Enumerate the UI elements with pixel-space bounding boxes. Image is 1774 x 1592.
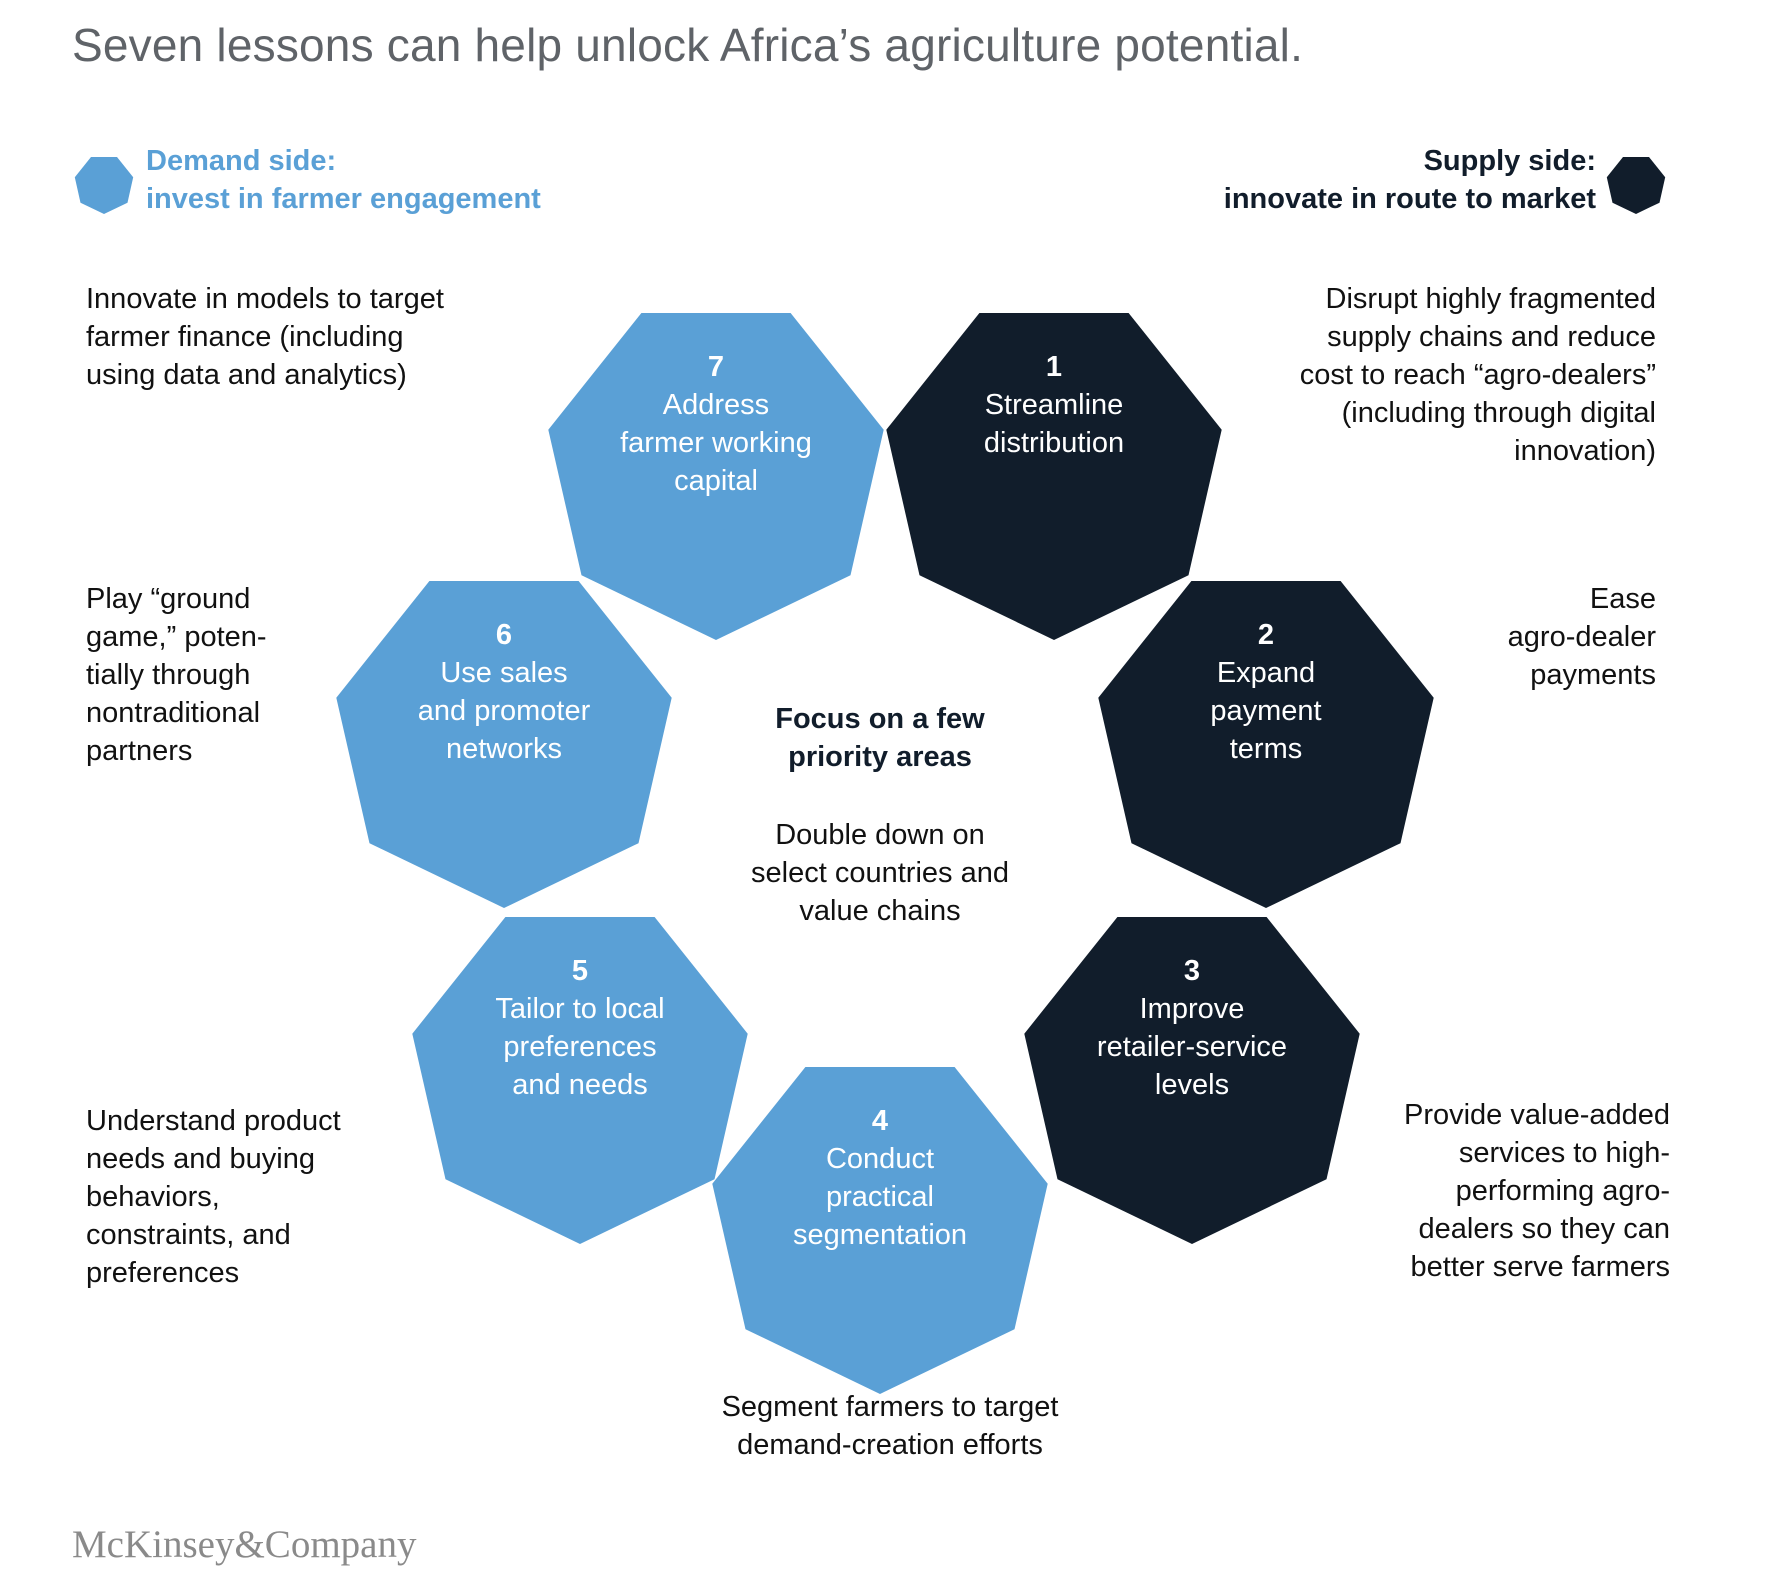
- lesson-7-title-line: farmer working: [620, 427, 812, 459]
- lesson-2-title-line: payment: [1210, 695, 1321, 727]
- lesson-7-number: 7: [708, 351, 724, 383]
- lesson-4-title-line: Conduct: [826, 1143, 934, 1175]
- lesson-1-title-line: distribution: [984, 427, 1124, 459]
- lesson-5-shape: [412, 917, 748, 1244]
- lesson-4-number: 4: [872, 1105, 888, 1137]
- lesson-4-shape: [712, 1067, 1048, 1394]
- lesson-7-title-line: Address: [663, 389, 769, 421]
- lesson-7-title-line: capital: [674, 465, 758, 497]
- demand-legend-label: Demand side: invest in farmer engagement: [146, 145, 541, 215]
- lesson-5-note: Understand product needs and buying beha…: [86, 1105, 341, 1289]
- lesson-6-title-line: Use sales: [440, 657, 567, 689]
- lesson-1-note: Disrupt highly fragmented supply chains …: [1299, 283, 1656, 467]
- lesson-7-note: Innovate in models to target farmer fina…: [86, 283, 444, 391]
- demand-legend-heptagon-icon: [74, 157, 134, 214]
- lesson-2-note: Ease agro-dealer payments: [1507, 583, 1656, 691]
- lesson-5-title-line: and needs: [512, 1069, 647, 1101]
- lesson-5-number: 5: [572, 955, 588, 987]
- lesson-2-shape: [1098, 581, 1434, 908]
- lesson-6-title-line: and promoter: [418, 695, 591, 727]
- lesson-2-title-line: terms: [1230, 733, 1303, 765]
- mckinsey-logo: McKinsey&Company: [72, 1523, 417, 1566]
- lesson-6-note: Play “ground game,” poten- tially throug…: [86, 583, 267, 767]
- lesson-2-title-line: Expand: [1217, 657, 1315, 689]
- lesson-5-title-line: Tailor to local: [495, 993, 664, 1025]
- lesson-3-shape: [1024, 917, 1360, 1244]
- lesson-6-shape: [336, 581, 672, 908]
- lesson-3-title-line: retailer-service: [1097, 1031, 1287, 1063]
- lesson-4-title-line: segmentation: [793, 1219, 967, 1251]
- lesson-3-number: 3: [1184, 955, 1200, 987]
- center-focus-title: Focus on a few priority areas: [775, 703, 985, 773]
- lesson-1-title-line: Streamline: [985, 389, 1124, 421]
- lesson-6-title-line: networks: [446, 733, 562, 765]
- lesson-3-title-line: levels: [1155, 1069, 1229, 1101]
- lesson-4-note: Segment farmers to target demand-creatio…: [721, 1391, 1059, 1461]
- supply-legend-heptagon-icon: [1606, 157, 1666, 214]
- center-focus-description: Double down on select countries and valu…: [751, 819, 1009, 927]
- page-title: Seven lessons can help unlock Africa’s a…: [72, 19, 1304, 71]
- lesson-3-note: Provide value-added services to high- pe…: [1403, 1099, 1670, 1283]
- lesson-4-title-line: practical: [826, 1181, 934, 1213]
- lesson-3-title-line: Improve: [1140, 993, 1245, 1025]
- lesson-1-number: 1: [1046, 351, 1062, 383]
- lesson-5-title-line: preferences: [503, 1031, 656, 1063]
- lesson-2-number: 2: [1258, 619, 1274, 651]
- lesson-6-number: 6: [496, 619, 512, 651]
- lesson-1-shape: [886, 313, 1222, 640]
- supply-legend-label: Supply side: innovate in route to market: [1223, 145, 1596, 215]
- lesson-7-shape: [548, 313, 884, 640]
